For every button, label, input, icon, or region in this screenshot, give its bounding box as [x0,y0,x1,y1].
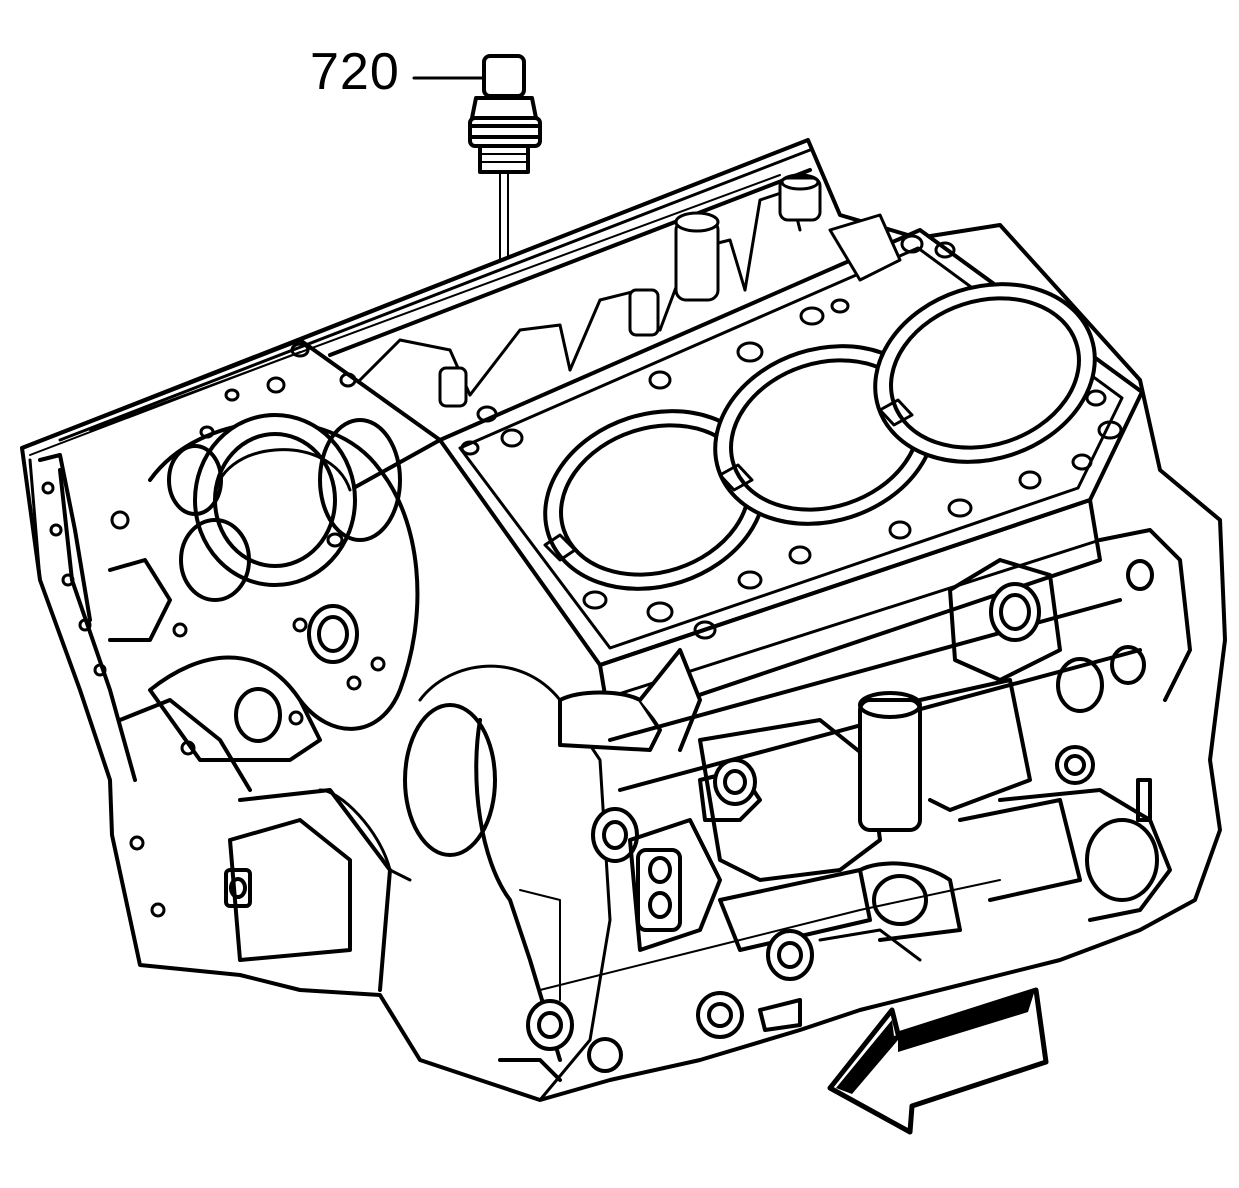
front-face-holes [41,342,386,918]
side-crankcase [403,528,1192,1102]
valley-ribs [358,173,902,408]
deck-holes [460,234,1123,640]
callout-label-720: 720 [310,43,400,101]
front-direction-arrow-icon [827,987,1049,1135]
cylinder-bores [543,282,1097,591]
front-face [28,413,420,997]
